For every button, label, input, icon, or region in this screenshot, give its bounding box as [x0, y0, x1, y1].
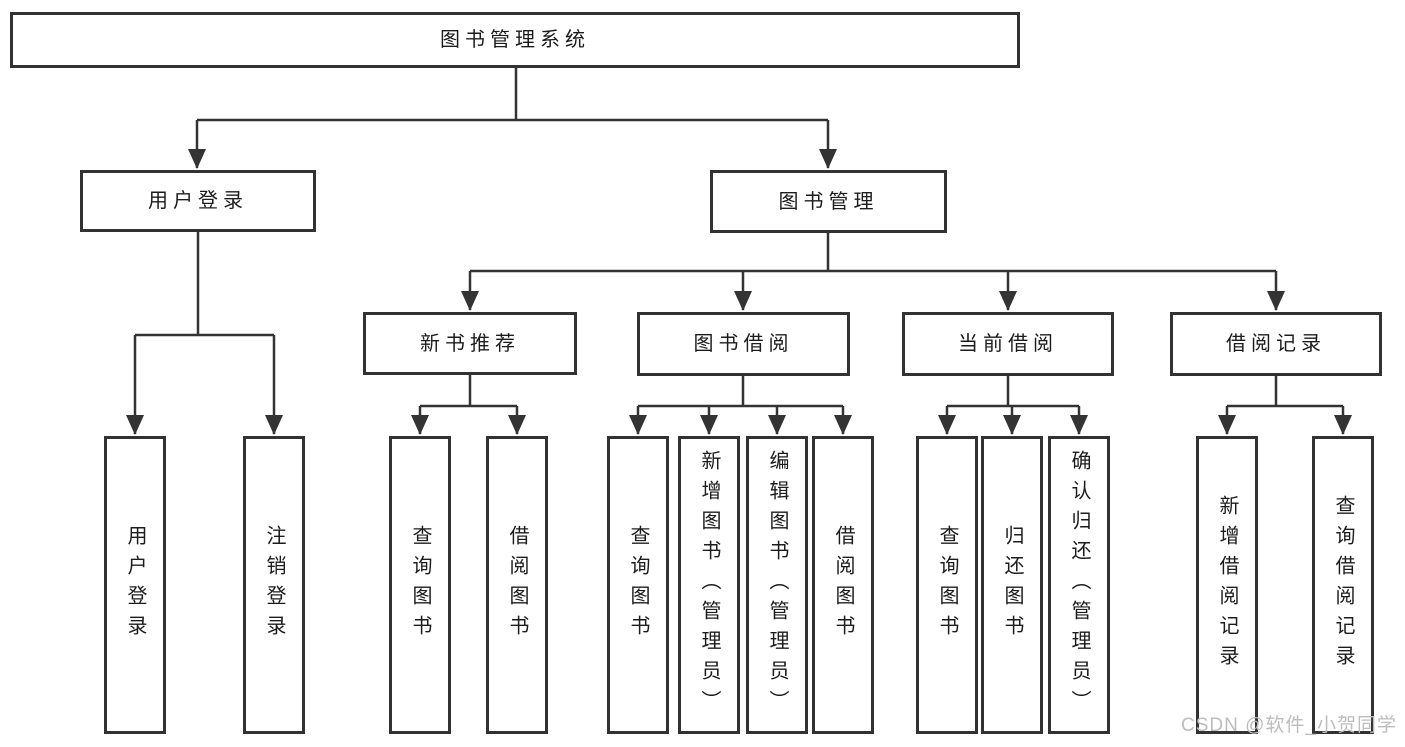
csdn-watermark: CSDN @软件_小贺同学: [1181, 715, 1397, 736]
node-label: 查询图书: [627, 525, 649, 645]
node-current-borrowing: 当前借阅: [902, 312, 1114, 376]
node-leaf-query-books: 查询图书: [916, 436, 978, 734]
node-label: 图书管理: [778, 190, 879, 213]
node-label: 用户登录: [148, 190, 248, 212]
node-label: 查询图书: [409, 525, 431, 645]
node-book-management: 图书管理: [710, 170, 947, 233]
node-label: 当前借阅: [958, 333, 1058, 355]
node-label: 图书借阅: [693, 333, 794, 355]
node-label: 借阅图书: [832, 525, 854, 645]
node-library-management-system: 图书管理系统: [10, 12, 1020, 68]
node-label: 借阅记录: [1226, 333, 1326, 355]
node-label: 归还图书: [1001, 525, 1023, 645]
node-new-book-recommendation: 新书推荐: [363, 312, 577, 375]
node-label: 查询图书: [936, 525, 958, 645]
node-label: 新书推荐: [420, 332, 520, 355]
node-leaf-borrow-books: 借阅图书: [486, 436, 548, 734]
node-leaf-borrow-books: 借阅图书: [812, 436, 874, 734]
node-label: 图书管理系统: [440, 29, 590, 51]
node-label: 新增借阅记录: [1216, 495, 1238, 675]
node-leaf-query-books: 查询图书: [607, 436, 669, 734]
node-leaf-add-books-admin: 新增图书（管理员）: [678, 436, 740, 734]
node-leaf-logout: 注销登录: [243, 436, 305, 734]
node-leaf-confirm-return-admin: 确认归还（管理员）: [1048, 436, 1110, 734]
node-label: 新增图书（管理员）: [698, 450, 720, 720]
node-label: 注销登录: [263, 525, 285, 645]
node-user-login: 用户登录: [80, 170, 316, 232]
node-leaf-edit-books-admin: 编辑图书（管理员）: [746, 436, 808, 734]
node-book-borrowing: 图书借阅: [637, 312, 850, 376]
node-label: 编辑图书（管理员）: [766, 450, 788, 720]
node-leaf-return-books: 归还图书: [981, 436, 1043, 734]
node-leaf-user-login: 用户登录: [104, 436, 166, 734]
node-leaf-query-borrow-record: 查询借阅记录: [1312, 436, 1374, 734]
node-leaf-query-books: 查询图书: [389, 436, 451, 734]
node-label: 借阅图书: [506, 525, 528, 645]
node-leaf-add-borrow-record: 新增借阅记录: [1196, 436, 1258, 734]
node-label: 用户登录: [124, 525, 146, 645]
node-label: 查询借阅记录: [1332, 495, 1354, 675]
node-borrowing-records: 借阅记录: [1170, 312, 1382, 376]
node-label: 确认归还（管理员）: [1068, 450, 1090, 720]
